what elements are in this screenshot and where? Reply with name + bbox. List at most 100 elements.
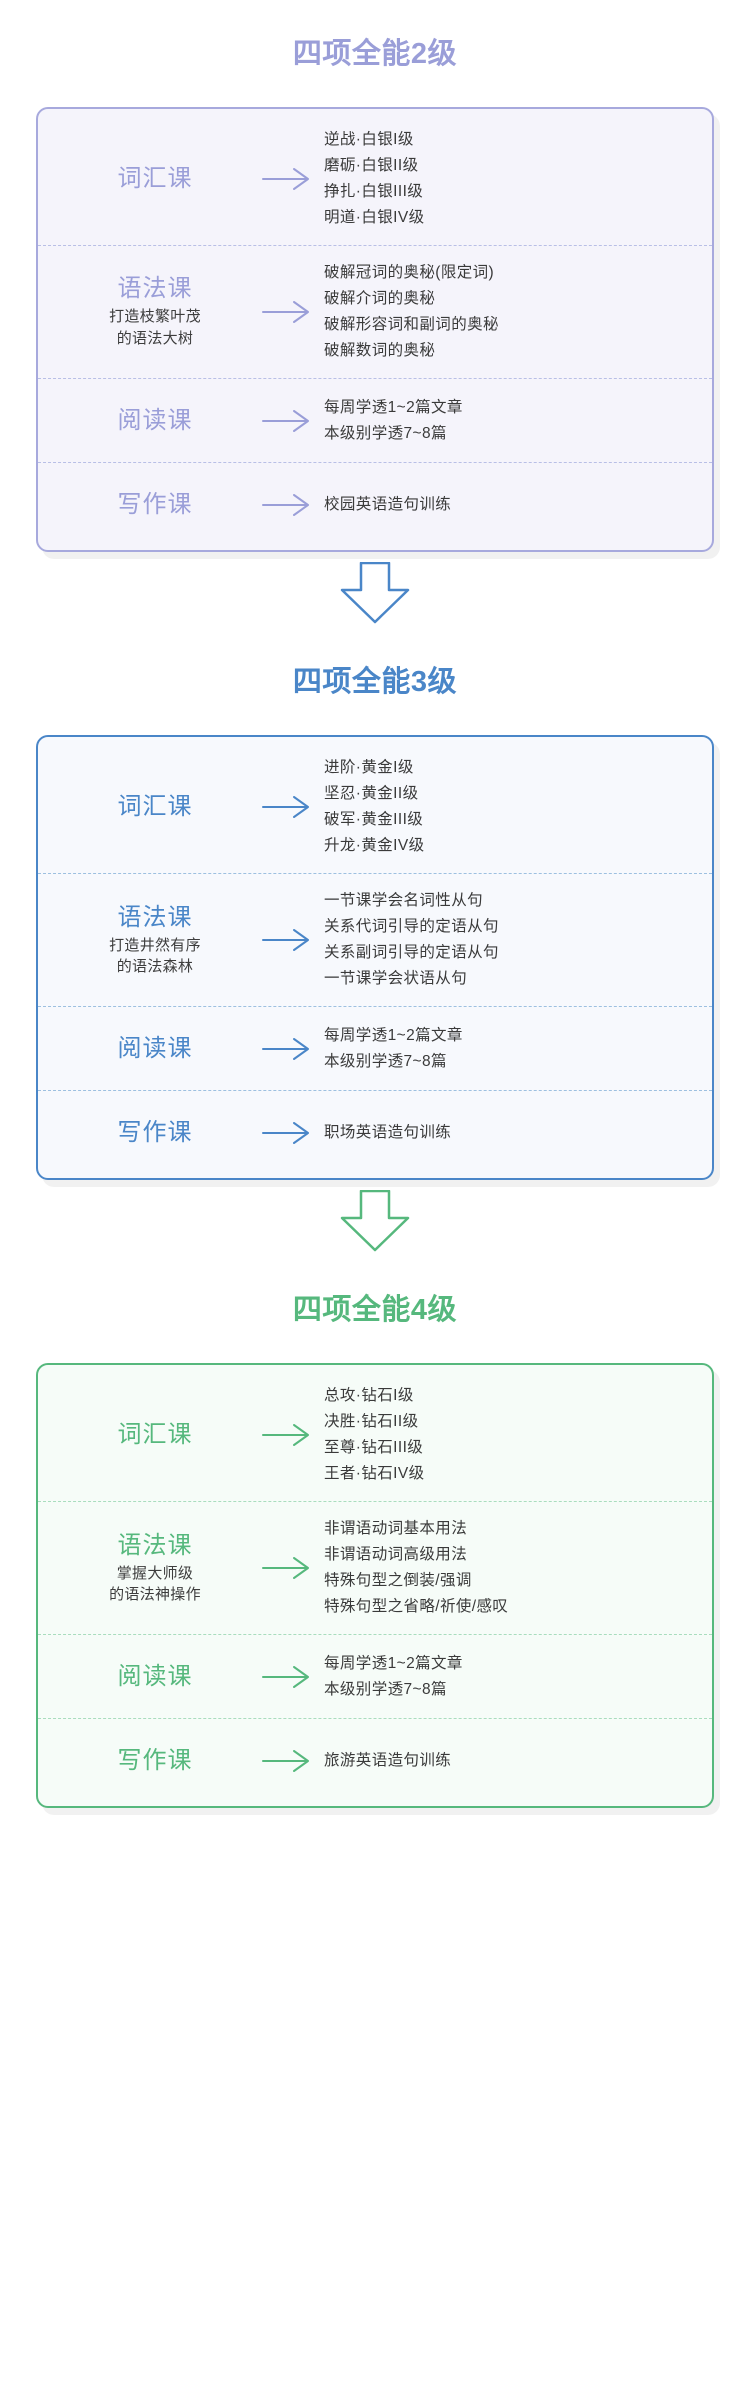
right-arrow-icon (256, 1036, 318, 1062)
course-name: 写作课 (117, 1746, 193, 1774)
course-name: 语法课 (117, 903, 193, 931)
course-label-cell: 语法课打造枝繁叶茂的语法大树 (38, 274, 256, 350)
course-label-cell: 词汇课 (38, 164, 256, 194)
right-arrow-icon (256, 1422, 318, 1448)
course-name: 语法课 (117, 275, 193, 303)
course-item: 破解形容词和副词的奥秘 (324, 316, 499, 334)
course-label-cell: 阅读课 (38, 1662, 256, 1692)
course-row: 写作课 旅游英语造句训练 (38, 1718, 712, 1802)
course-item: 逆战·白银I级 (324, 131, 414, 149)
level-card: 词汇课 进阶·黄金I级坚忍·黄金II级破军·黄金III级升龙·黄金IV级语法课打造… (36, 735, 714, 1181)
course-label-cell: 阅读课 (38, 1034, 256, 1064)
down-arrow-icon (0, 552, 750, 628)
level-card: 词汇课 逆战·白银I级磨砺·白银II级挣扎·白银III级明道·白银IV级语法课打造… (36, 107, 714, 553)
course-items: 总攻·钻石I级决胜·钻石II级至尊·钻石III级王者·钻石IV级 (318, 1383, 712, 1487)
course-items: 校园英语造句训练 (318, 492, 712, 518)
course-item: 每周学透1~2篇文章 (324, 1654, 463, 1672)
course-item: 关系代词引导的定语从句 (324, 918, 499, 936)
course-item: 特殊句型之省略/祈使/感叹 (324, 1598, 509, 1616)
course-item: 破解介词的奥秘 (324, 290, 436, 308)
course-label-cell: 词汇课 (38, 792, 256, 822)
course-label-cell: 阅读课 (38, 406, 256, 436)
course-subtitle-line2: 的语法大树 (116, 330, 194, 348)
right-arrow-icon (256, 1555, 318, 1581)
course-name: 阅读课 (117, 406, 193, 434)
course-items: 旅游英语造句训练 (318, 1748, 712, 1774)
course-items: 每周学透1~2篇文章本级别学透7~8篇 (318, 395, 712, 447)
course-subtitle-line2: 的语法神操作 (109, 1586, 201, 1604)
right-arrow-icon (256, 794, 318, 820)
course-label-cell: 语法课打造井然有序的语法森林 (38, 903, 256, 979)
course-item: 明道·白银IV级 (324, 209, 425, 227)
course-item: 本级别学透7~8篇 (324, 424, 447, 442)
course-item: 非谓语动词高级用法 (324, 1546, 468, 1564)
course-name: 语法课 (117, 1531, 193, 1559)
course-subtitle-line1: 掌握大师级 (116, 1564, 194, 1582)
course-item: 决胜·钻石II级 (324, 1413, 419, 1431)
course-item: 破解数词的奥秘 (324, 342, 436, 360)
level-card: 词汇课 总攻·钻石I级决胜·钻石II级至尊·钻石III级王者·钻石IV级语法课掌握… (36, 1363, 714, 1809)
course-row: 语法课掌握大师级的语法神操作非谓语动词基本用法非谓语动词高级用法特殊句型之倒装/… (38, 1501, 712, 1634)
course-items: 非谓语动词基本用法非谓语动词高级用法特殊句型之倒装/强调特殊句型之省略/祈使/感… (318, 1516, 712, 1620)
course-item: 至尊·钻石III级 (324, 1439, 424, 1457)
course-name: 阅读课 (117, 1034, 193, 1062)
course-label-cell: 写作课 (38, 1746, 256, 1776)
course-item: 破解冠词的奥秘(限定词) (324, 264, 495, 282)
course-items: 一节课学会名词性从句关系代词引导的定语从句关系副词引导的定语从句一节课学会状语从… (318, 888, 712, 992)
course-item: 总攻·钻石I级 (324, 1387, 414, 1405)
course-item: 挣扎·白银III级 (324, 183, 424, 201)
course-row: 词汇课 进阶·黄金I级坚忍·黄金II级破军·黄金III级升龙·黄金IV级 (38, 741, 712, 873)
right-arrow-icon (256, 492, 318, 518)
course-row: 写作课 校园英语造句训练 (38, 462, 712, 546)
right-arrow-icon (256, 408, 318, 434)
level-block-3: 四项全能4级词汇课 总攻·钻石I级决胜·钻石II级至尊·钻石III级王者·钻石IV… (0, 1280, 750, 1809)
course-name: 词汇课 (117, 165, 193, 193)
course-item: 破军·黄金III级 (324, 811, 424, 829)
course-subtitle: 掌握大师级的语法神操作 (54, 1563, 256, 1607)
course-item: 关系副词引导的定语从句 (324, 944, 499, 962)
level-title: 四项全能2级 (292, 38, 458, 71)
course-item: 磨砺·白银II级 (324, 157, 419, 175)
course-label-cell: 写作课 (38, 1118, 256, 1148)
course-name: 写作课 (117, 490, 193, 518)
course-subtitle-line1: 打造枝繁叶茂 (109, 308, 201, 326)
level-title: 四项全能3级 (292, 666, 458, 699)
level-block-2: 四项全能3级词汇课 进阶·黄金I级坚忍·黄金II级破军·黄金III级升龙·黄金IV… (0, 652, 750, 1181)
course-label-cell: 写作课 (38, 490, 256, 520)
course-item: 本级别学透7~8篇 (324, 1680, 447, 1698)
course-subtitle: 打造井然有序的语法森林 (54, 935, 256, 979)
course-name: 词汇课 (117, 793, 193, 821)
course-item: 每周学透1~2篇文章 (324, 398, 463, 416)
right-arrow-icon (256, 299, 318, 325)
course-row: 阅读课 每周学透1~2篇文章本级别学透7~8篇 (38, 378, 712, 462)
course-row: 词汇课 总攻·钻石I级决胜·钻石II级至尊·钻石III级王者·钻石IV级 (38, 1369, 712, 1501)
course-item: 职场英语造句训练 (324, 1123, 452, 1141)
course-row: 语法课打造枝繁叶茂的语法大树 破解冠词的奥秘(限定词) 破解介词的奥秘破解形容词和副… (38, 245, 712, 378)
course-name: 阅读课 (117, 1662, 193, 1690)
course-subtitle-line1: 打造井然有序 (109, 936, 201, 954)
course-item: 王者·钻石IV级 (324, 1465, 425, 1483)
course-items: 进阶·黄金I级坚忍·黄金II级破军·黄金III级升龙·黄金IV级 (318, 755, 712, 859)
down-arrow-icon (0, 1180, 750, 1256)
level-title: 四项全能4级 (292, 1294, 458, 1327)
right-arrow-icon (256, 166, 318, 192)
course-item: 坚忍·黄金II级 (324, 785, 419, 803)
course-row: 阅读课 每周学透1~2篇文章本级别学透7~8篇 (38, 1006, 712, 1090)
right-arrow-icon (256, 927, 318, 953)
course-row: 词汇课 逆战·白银I级磨砺·白银II级挣扎·白银III级明道·白银IV级 (38, 113, 712, 245)
course-items: 破解冠词的奥秘(限定词) 破解介词的奥秘破解形容词和副词的奥秘破解数词的奥秘 (318, 260, 712, 364)
course-row: 阅读课 每周学透1~2篇文章本级别学透7~8篇 (38, 1634, 712, 1718)
course-label-cell: 语法课掌握大师级的语法神操作 (38, 1531, 256, 1607)
right-arrow-icon (256, 1748, 318, 1774)
course-items: 逆战·白银I级磨砺·白银II级挣扎·白银III级明道·白银IV级 (318, 127, 712, 231)
course-row: 语法课打造井然有序的语法森林一节课学会名词性从句关系代词引导的定语从句关系副词引… (38, 873, 712, 1006)
course-item: 每周学透1~2篇文章 (324, 1026, 463, 1044)
course-item: 一节课学会名词性从句 (324, 892, 484, 910)
course-items: 每周学透1~2篇文章本级别学透7~8篇 (318, 1023, 712, 1075)
right-arrow-icon (256, 1120, 318, 1146)
course-subtitle: 打造枝繁叶茂的语法大树 (54, 306, 256, 350)
course-label-cell: 词汇课 (38, 1420, 256, 1450)
course-item: 旅游英语造句训练 (324, 1751, 452, 1769)
course-item: 非谓语动词基本用法 (324, 1520, 468, 1538)
